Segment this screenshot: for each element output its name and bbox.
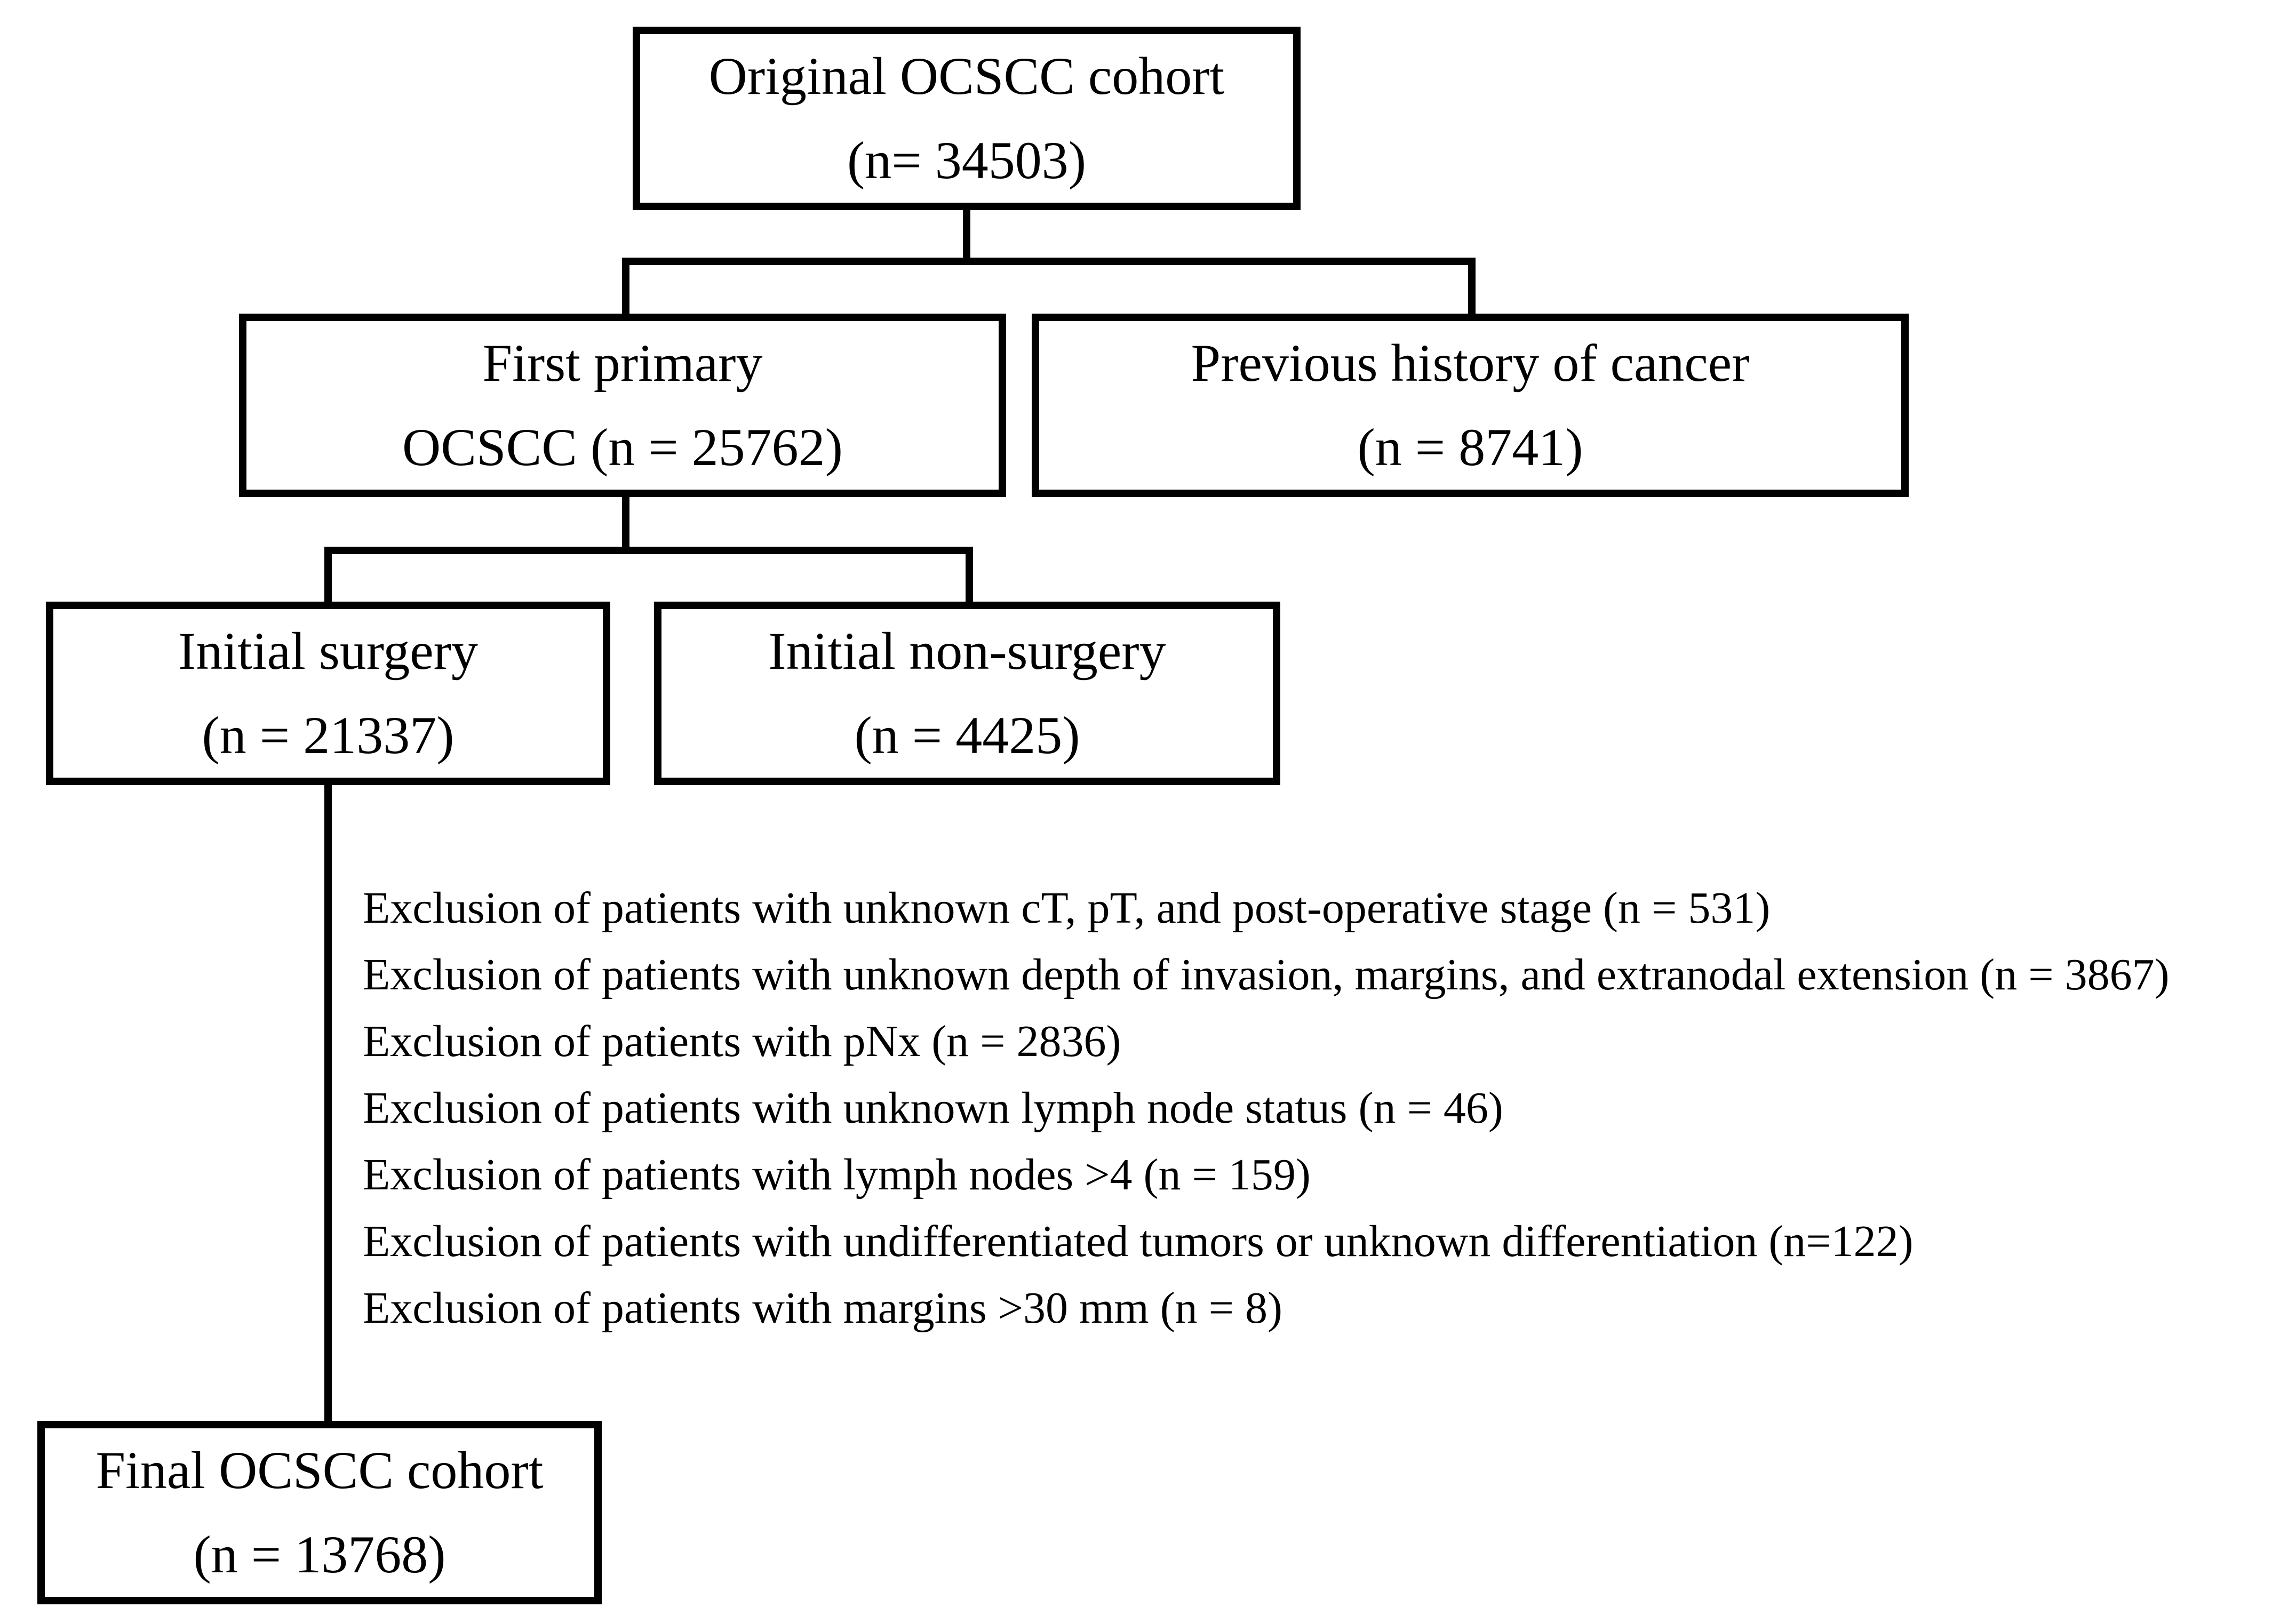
exclusion-item: Exclusion of patients with unknown lymph… bbox=[363, 1083, 1503, 1133]
connector-to-previous-history bbox=[1468, 258, 1476, 316]
first-primary-box: First primary OCSCC (n = 25762) bbox=[239, 314, 1006, 497]
connector-to-first-primary bbox=[622, 258, 629, 316]
exclusion-item: Exclusion of patients with undifferentia… bbox=[363, 1217, 1914, 1266]
exclusion-item: Exclusion of patients with margins >30 m… bbox=[363, 1283, 1283, 1333]
first-primary-count: OCSCC (n = 25762) bbox=[402, 418, 843, 477]
final-cohort-box: Final OCSCC cohort (n = 13768) bbox=[37, 1421, 602, 1604]
exclusion-item: Exclusion of patients with lymph nodes >… bbox=[363, 1150, 1311, 1200]
original-cohort-count: (n= 34503) bbox=[847, 131, 1086, 190]
original-cohort-title: Original OCSCC cohort bbox=[708, 46, 1225, 106]
connector-surgery-to-final bbox=[324, 780, 332, 1428]
previous-history-title: Previous history of cancer bbox=[1191, 333, 1750, 393]
connector-to-initial-surgery bbox=[324, 547, 332, 605]
initial-non-surgery-title: Initial non-surgery bbox=[768, 621, 1166, 681]
previous-history-count: (n = 8741) bbox=[1357, 418, 1583, 477]
exclusion-item: Exclusion of patients with pNx (n = 2836… bbox=[363, 1017, 1121, 1066]
initial-surgery-title: Initial surgery bbox=[178, 621, 478, 681]
final-cohort-title: Final OCSCC cohort bbox=[95, 1441, 544, 1500]
initial-surgery-count: (n = 21337) bbox=[202, 706, 455, 765]
initial-non-surgery-box: Initial non-surgery (n = 4425) bbox=[654, 602, 1280, 785]
initial-surgery-box: Initial surgery (n = 21337) bbox=[46, 602, 610, 785]
connector-first-primary-down bbox=[622, 491, 629, 550]
connector-to-initial-non-surgery bbox=[966, 547, 973, 605]
exclusion-item: Exclusion of patients with unknown depth… bbox=[363, 950, 2170, 1000]
initial-non-surgery-count: (n = 4425) bbox=[854, 706, 1080, 765]
connector-level2-horizontal bbox=[324, 547, 973, 554]
final-cohort-count: (n = 13768) bbox=[193, 1525, 446, 1584]
original-cohort-box: Original OCSCC cohort (n= 34503) bbox=[633, 27, 1301, 210]
exclusion-item: Exclusion of patients with unknown cT, p… bbox=[363, 883, 1771, 933]
exclusion-criteria-list: Exclusion of patients with unknown cT, p… bbox=[363, 875, 2283, 1341]
connector-original-down bbox=[963, 203, 970, 261]
connector-level1-horizontal bbox=[622, 258, 1476, 265]
previous-history-box: Previous history of cancer (n = 8741) bbox=[1032, 314, 1909, 497]
first-primary-title: First primary bbox=[482, 333, 763, 393]
